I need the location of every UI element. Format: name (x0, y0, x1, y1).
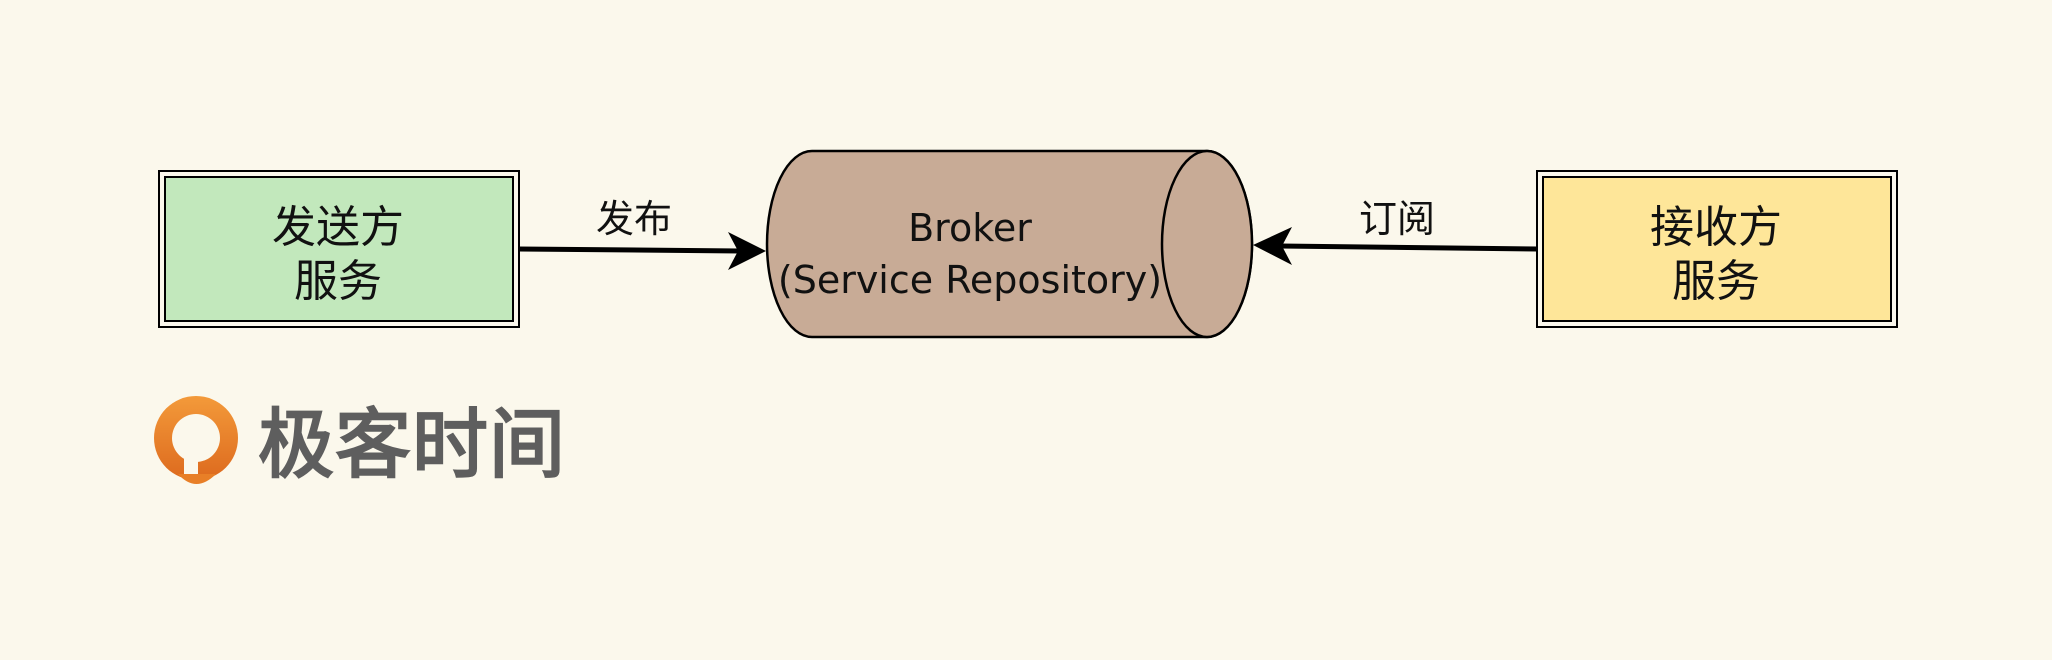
sender-label-line1: 发送方 (272, 202, 404, 253)
receiver-service-box: 接收方 服务 (1536, 170, 1898, 328)
sender-box-inner (164, 176, 514, 322)
receiver-box-inner (1542, 176, 1892, 322)
broker-label-line2: (Service Repository) (778, 258, 1162, 302)
receiver-label-line2: 服务 (1672, 256, 1760, 307)
publish-arrow: 发布 (518, 197, 766, 270)
publish-arrowhead (728, 232, 766, 270)
sender-service-box: 发送方 服务 (158, 170, 520, 328)
subscribe-label: 订阅 (1359, 197, 1435, 241)
geektime-logo-icon (154, 396, 238, 484)
broker-cylinder-cap (1160, 149, 1254, 339)
sender-label-line2: 服务 (294, 256, 382, 307)
broker-cylinder: Broker (Service Repository) (765, 149, 1254, 339)
geektime-logo-text: 极客时间 (258, 400, 566, 489)
receiver-label-line1: 接收方 (1650, 202, 1782, 253)
subscribe-arrow: 订阅 (1253, 197, 1538, 265)
geektime-logo: 极客时间 (148, 390, 578, 502)
publish-label: 发布 (596, 197, 672, 241)
publish-arrow-line (518, 246, 741, 254)
subscribe-arrow-line (1279, 243, 1538, 252)
subscribe-arrowhead (1253, 227, 1292, 265)
broker-label-line1: Broker (908, 206, 1032, 250)
